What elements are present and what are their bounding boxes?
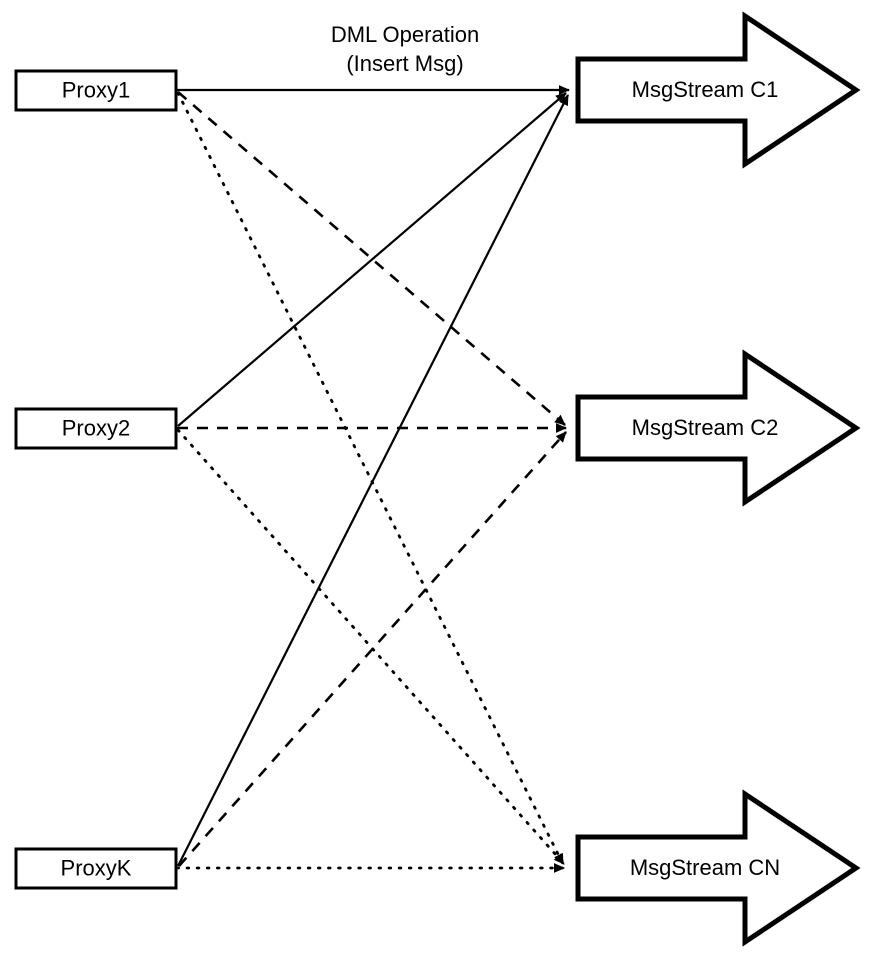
node-proxy1-rect <box>14 69 178 112</box>
edge-annotation-dml-line1: DML Operation <box>331 22 479 47</box>
edge-proxy2-to-msgstream-c1 <box>177 92 567 427</box>
node-proxy1-label: Proxy1 <box>62 77 130 102</box>
node-msgstream-c2-arrow-shape <box>575 349 861 507</box>
node-msgstream-cn-label: MsgStream CN <box>630 855 780 880</box>
edge-proxy2-to-msgstream-cn <box>176 428 566 866</box>
node-msgstream-c1-arrow-shape <box>575 11 861 169</box>
node-proxy2-rect <box>14 407 178 450</box>
edge-proxy1-to-msgstream-c2 <box>177 91 566 426</box>
edge-proxy1-to-msgstream-cn <box>176 91 565 866</box>
node-proxy2[interactable]: Proxy2 <box>14 407 178 450</box>
node-msgstream-c2[interactable]: MsgStream C2 <box>575 349 861 507</box>
node-msgstream-c1[interactable]: MsgStream C1 <box>575 11 861 169</box>
node-proxyk[interactable]: ProxyK <box>14 847 178 890</box>
node-msgstream-cn-arrow-shape <box>575 789 861 947</box>
edge-proxyk-to-msgstream-c2 <box>178 431 567 867</box>
node-proxy2-label: Proxy2 <box>62 415 130 440</box>
node-proxy1[interactable]: Proxy1 <box>14 69 178 112</box>
node-msgstream-c1-label: MsgStream C1 <box>632 77 779 102</box>
edge-proxyk-to-msgstream-c1 <box>177 94 569 867</box>
node-msgstream-cn[interactable]: MsgStream CN <box>575 789 861 947</box>
node-msgstream-c2-label: MsgStream C2 <box>632 415 779 440</box>
edge-annotation-dml-line2: (Insert Msg) <box>346 51 463 76</box>
node-proxyk-rect <box>14 847 178 890</box>
node-proxyk-label: ProxyK <box>61 855 132 880</box>
